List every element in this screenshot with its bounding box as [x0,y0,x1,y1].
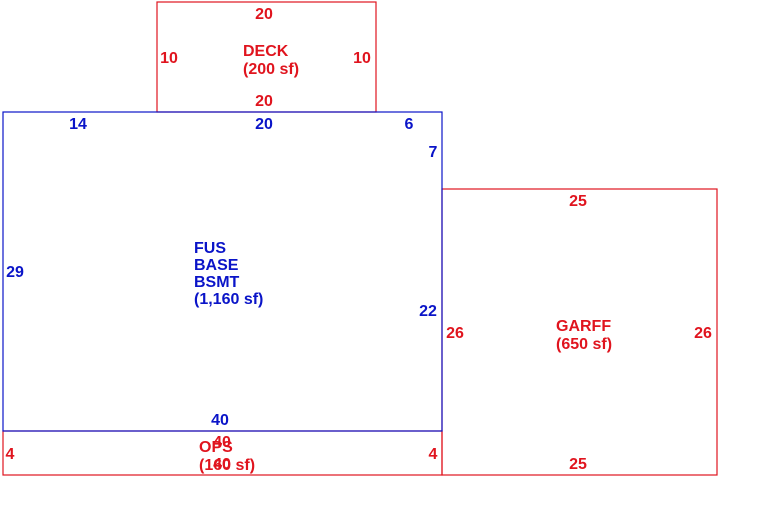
main-name-line1: FUS [194,240,226,257]
main-right-upper-dimension: 7 [429,144,438,161]
ops-area: (160 sf) [199,457,255,474]
ops-name: OPS [199,439,233,456]
ops-left-dimension: 4 [6,446,15,463]
main-house-outline [2,111,443,432]
deck-area: (200 sf) [243,61,299,78]
main-bottom-dimension: 40 [211,412,229,429]
deck-left-dimension: 10 [160,50,178,67]
deck-bottom-dimension: 20 [255,93,273,110]
main-area: (1,160 sf) [194,291,263,308]
main-top-mid-dimension: 20 [255,116,273,133]
garage-bottom-dimension: 25 [569,456,587,473]
main-top-left-dimension: 14 [69,116,87,133]
main-top-right-dimension: 6 [405,116,414,133]
deck-name: DECK [243,43,289,60]
deck-right-dimension: 10 [353,50,371,67]
garage-name: GARFF [556,318,611,335]
ops-top-dimension: 40 [213,434,231,451]
main-name-line2: BASE [194,257,239,274]
main-left-dimension: 29 [6,264,24,281]
garage-area: (650 sf) [556,336,612,353]
main-right-lower-dimension: 22 [419,303,437,320]
ops-right-dimension: 4 [429,446,438,463]
ops-bottom-dimension: 40 [213,456,231,473]
garage-top-dimension: 25 [569,193,587,210]
deck-top-dimension: 20 [255,6,273,23]
garage-right-dimension: 26 [694,325,712,342]
main-name-line3: BSMT [194,274,240,291]
garage-left-dimension: 26 [446,325,464,342]
